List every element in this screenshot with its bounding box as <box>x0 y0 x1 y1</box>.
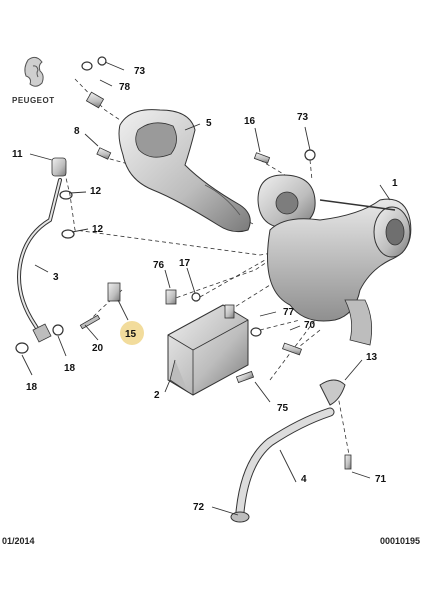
callout-18a: 18 <box>26 382 38 393</box>
svg-text:1: 1 <box>392 178 398 189</box>
callout-15: 15 <box>120 321 144 345</box>
oil-cooler-part <box>167 304 249 396</box>
svg-text:15: 15 <box>125 329 137 340</box>
footer-date: 01/2014 <box>2 536 35 546</box>
oil-feed-pipe-part <box>17 157 67 343</box>
svg-text:72: 72 <box>193 502 205 513</box>
oil-return-pipe-part <box>230 379 346 523</box>
footer-reference: 00010195 <box>379 536 420 546</box>
bolt-parts <box>79 91 352 470</box>
svg-text:73: 73 <box>297 112 309 123</box>
svg-text:77: 77 <box>283 307 295 318</box>
callout-76: 76 <box>153 260 165 271</box>
callout-77: 77 <box>283 307 295 318</box>
callout-3: 3 <box>53 272 59 283</box>
callout-75: 75 <box>277 403 289 414</box>
svg-text:3: 3 <box>53 272 59 283</box>
callout-12b: 12 <box>92 224 104 235</box>
callout-70: 70 <box>304 320 316 331</box>
svg-text:16: 16 <box>244 116 256 127</box>
svg-text:18: 18 <box>64 363 76 374</box>
callout-12a: 12 <box>90 186 102 197</box>
brand-name: PEUGEOT <box>12 96 55 105</box>
svg-text:18: 18 <box>26 382 38 393</box>
callout-16: 16 <box>244 116 256 127</box>
svg-text:11: 11 <box>12 149 23 160</box>
turbocharger-part <box>257 174 412 346</box>
svg-text:5: 5 <box>206 118 212 129</box>
svg-text:12: 12 <box>90 186 102 197</box>
svg-text:78: 78 <box>119 82 131 93</box>
callout-markers: 73 78 5 8 16 73 11 12 12 1 3 76 17 15 77… <box>12 66 398 513</box>
leader-lines <box>21 61 391 516</box>
callout-2: 2 <box>154 390 160 401</box>
callout-11: 11 <box>12 149 23 160</box>
callout-78: 78 <box>119 82 131 93</box>
callout-73a: 73 <box>134 66 146 77</box>
svg-text:71: 71 <box>375 474 387 485</box>
exhaust-manifold-part <box>118 109 251 233</box>
svg-text:13: 13 <box>366 352 378 363</box>
svg-text:8: 8 <box>74 126 80 137</box>
callout-72: 72 <box>193 502 205 513</box>
svg-text:4: 4 <box>301 474 307 485</box>
svg-text:12: 12 <box>92 224 104 235</box>
callout-5: 5 <box>206 118 212 129</box>
callout-13: 13 <box>366 352 378 363</box>
svg-text:2: 2 <box>154 390 160 401</box>
svg-text:70: 70 <box>304 320 316 331</box>
callout-20: 20 <box>92 343 104 354</box>
callout-73b: 73 <box>297 112 309 123</box>
callout-1: 1 <box>392 178 398 189</box>
callout-71: 71 <box>375 474 387 485</box>
callout-18b: 18 <box>64 363 76 374</box>
callout-4: 4 <box>301 474 307 485</box>
svg-text:76: 76 <box>153 260 165 271</box>
svg-text:75: 75 <box>277 403 289 414</box>
svg-text:73: 73 <box>134 66 146 77</box>
svg-text:17: 17 <box>179 258 191 269</box>
peugeot-lion-logo <box>24 56 44 87</box>
callout-17: 17 <box>179 258 191 269</box>
callout-8: 8 <box>74 126 80 137</box>
svg-text:20: 20 <box>92 343 104 354</box>
